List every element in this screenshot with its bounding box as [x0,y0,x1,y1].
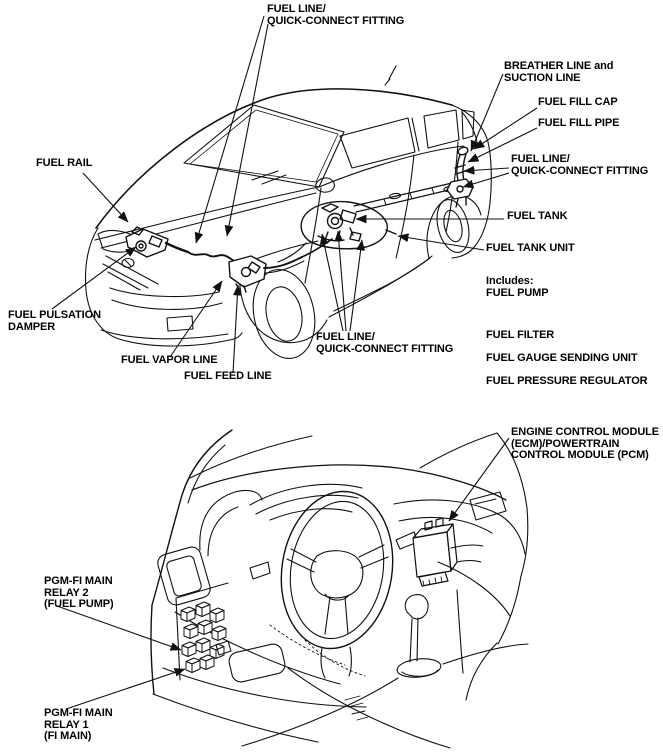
label-fuel-filter: FUEL FILTER [486,329,555,341]
label-fuel-fill-pipe: FUEL FILL PIPE [538,117,620,129]
rear-wheel [436,199,470,253]
label-fuel-vapor-line: FUEL VAPOR LINE [121,354,218,366]
label-fuel-gauge-sending-unit: FUEL GAUGE SENDING UNIT [486,352,638,364]
label-fuel-tank-unit: FUEL TANK UNIT [486,242,575,254]
label-fuel-rail: FUEL RAIL [36,157,93,169]
label-fuel-line-qc-right: FUEL LINE/ QUICK-CONNECT FITTING [511,153,649,177]
label-fuel-line-qc-top: FUEL LINE/ QUICK-CONNECT FITTING [267,3,405,27]
leader-lines [51,15,538,710]
shift-lever [396,594,442,678]
fuel-feed-line-art [187,251,239,263]
label-pgm-fi-main-relay-2: PGM-FI MAIN RELAY 2 (FUEL PUMP) [44,575,114,610]
steering-wheel [280,490,394,650]
fuel-fill-assembly [446,146,474,208]
label-ecm-pcm: ENGINE CONTROL MODULE (ECM)/POWERTRAIN C… [511,426,660,461]
label-fuel-pressure-regulator: FUEL PRESSURE REGULATOR [486,375,648,387]
label-fuel-line-qc-mid: FUEL LINE/ QUICK-CONNECT FITTING [316,331,454,355]
label-fuel-pulsation-damper: FUEL PULSATION DAMPER [8,309,101,333]
label-fuel-tank: FUEL TANK [507,210,568,222]
dashboard-line-art [150,429,529,749]
vapor-canister-assembly [228,255,267,293]
vehicle-line-art [85,65,492,360]
fuel-rail-assembly [125,226,190,258]
label-breather-suction-line: BREATHER LINE and SUCTION LINE [504,60,614,84]
breather-suction-lines-art [353,182,454,213]
front-wheel [252,268,316,360]
label-fuel-feed-line: FUEL FEED LINE [184,370,272,382]
fuse-relay-box [175,582,229,681]
label-fuel-fill-cap: FUEL FILL CAP [538,96,618,108]
label-pgm-fi-main-relay-1: PGM-FI MAIN RELAY 1 (FI MAIN) [44,707,113,742]
label-includes-fuel-pump: Includes: FUEL PUMP [486,275,549,299]
ecm-box [412,517,484,587]
